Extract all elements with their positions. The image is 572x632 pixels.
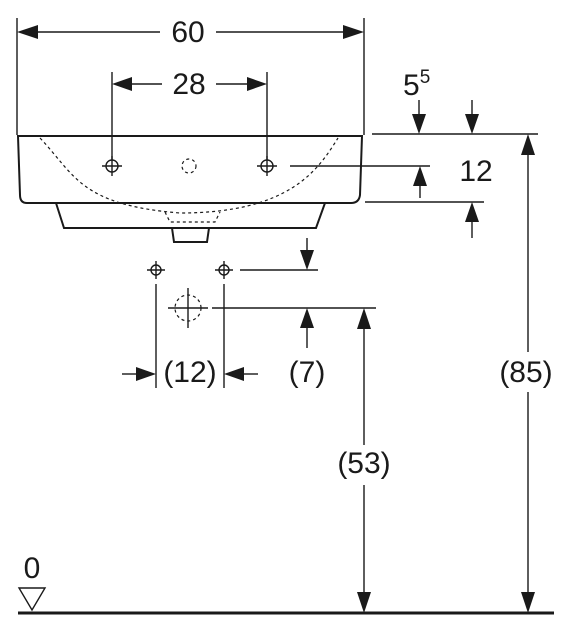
supply-offset-label: (7) [289, 356, 326, 389]
overall-width-label: 60 [171, 16, 204, 49]
rim-height-dimension: (85) [499, 134, 553, 613]
floor-level-label: 0 [24, 552, 41, 585]
tap-hole-depth-dimension: 12 [290, 155, 493, 238]
supply-connection-left [147, 261, 165, 279]
supply-spacing-dimension: (12) [122, 284, 258, 389]
waste-height-dimension: (53) [337, 308, 391, 613]
tap-hole-depth-label: 12 [459, 155, 492, 188]
supply-spacing-label: (12) [163, 356, 216, 389]
tap-spacing-label: 28 [172, 68, 205, 101]
overall-width-dimension: 60 [16, 16, 365, 135]
rim-height-label: (85) [499, 356, 552, 389]
waste-height-label: (53) [337, 447, 390, 480]
supply-offset-dimension: (7) [212, 238, 376, 389]
floor-level-reference: 0 [17, 552, 554, 615]
tap-spacing-dimension: 28 [111, 68, 268, 160]
waste-outlet [168, 288, 208, 328]
tap-hole-right [257, 156, 277, 176]
rim-step-dimension: 55 [372, 67, 538, 135]
washbasin-body [16, 135, 364, 243]
tap-hole-left [102, 156, 122, 176]
rim-step-label: 55 [403, 67, 430, 102]
supply-connection-right [215, 261, 233, 279]
